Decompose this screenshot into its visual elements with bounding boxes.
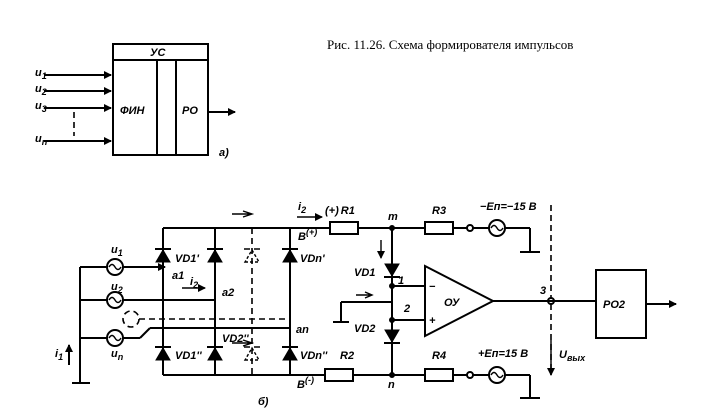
resistor-r4 [424, 368, 454, 382]
vdn-double-prime-label: VDn'' [300, 350, 328, 362]
diode-vdn-prime [282, 249, 298, 263]
input-u2-label: u2 [35, 83, 47, 97]
en-pos-label: +Eп=15 В [478, 348, 528, 360]
part-a-label: а) [219, 147, 229, 159]
vd2-double-prime-label: VD2'' [222, 333, 249, 345]
block-us-frame [112, 43, 209, 156]
diode-dashed-upper [243, 248, 261, 263]
node-m-label: m [388, 211, 398, 223]
node-a2-label: a2 [222, 287, 234, 299]
i2-top-label: i2 [298, 201, 306, 215]
circuit-b: i1 u1 u2 un a1 a2 an i2 i2 B(+) [55, 201, 677, 408]
bus-b-minus-label: B(-) [297, 375, 314, 391]
diode-vd1 [384, 263, 400, 277]
vdn-prime-label: VDn' [300, 253, 325, 265]
block-fin-label: ФИН [120, 105, 146, 117]
i2-mid-label: i2 [190, 276, 198, 290]
resistor-r3 [424, 221, 454, 235]
op-amp-minus: − [429, 281, 436, 293]
pin1-label: 1 [398, 275, 404, 287]
part-b-label: б) [258, 396, 269, 408]
resistor-r1 [329, 221, 359, 235]
op-amp-label: ОУ [444, 297, 461, 309]
diode-vd1-prime [155, 249, 171, 263]
diode-vd2-double-prime [207, 347, 223, 361]
uout-label: Uвых [559, 349, 586, 363]
input-un-label: un [35, 133, 48, 147]
un-label: un [111, 348, 124, 362]
source-dashed [122, 310, 140, 328]
diode-dashed-lower [243, 346, 261, 361]
node-a1-label: a1 [172, 270, 184, 282]
vd1-double-prime-label: VD1'' [175, 350, 202, 362]
r3-label: R3 [432, 205, 446, 217]
en-neg-label: −Eп=−15 В [480, 201, 537, 213]
vd2-label: VD2 [354, 323, 375, 335]
diode-vd2 [384, 329, 400, 343]
r4-label: R4 [432, 350, 446, 362]
op-amp-plus: + [429, 315, 436, 327]
pin2-label: 2 [403, 303, 410, 315]
diode-vd1-double-prime [155, 347, 171, 361]
block-us-label: УС [150, 47, 166, 59]
i1-label: i1 [55, 348, 63, 362]
ro2-label: РО2 [603, 299, 625, 311]
block-ro-label: РО [182, 105, 198, 117]
node-n-label: n [388, 379, 395, 391]
op-amp-oy [424, 264, 496, 338]
r1-label: (+)R1 [325, 205, 355, 217]
node-an-label: an [296, 324, 309, 336]
resistor-r2 [324, 368, 354, 382]
input-u3-label: u3 [35, 100, 47, 114]
bus-b-plus-label: B(+) [298, 227, 317, 243]
u2-label: u2 [111, 281, 123, 295]
u1-label: u1 [111, 244, 123, 258]
vd1-label: VD1 [354, 267, 375, 279]
figure-caption: Рис. 11.26. Схема формирователя импульсо… [327, 37, 573, 52]
diode-vd2-prime [207, 249, 223, 263]
pin3-label: 3 [540, 285, 546, 297]
vd1-prime-label: VD1' [175, 253, 199, 265]
input-u1-label: u1 [35, 67, 47, 81]
r2-label: R2 [340, 350, 354, 362]
block-diagram-a: УС ФИН РО u1 u2 u3 un а) [35, 43, 236, 159]
diode-vdn-double-prime [282, 347, 298, 361]
